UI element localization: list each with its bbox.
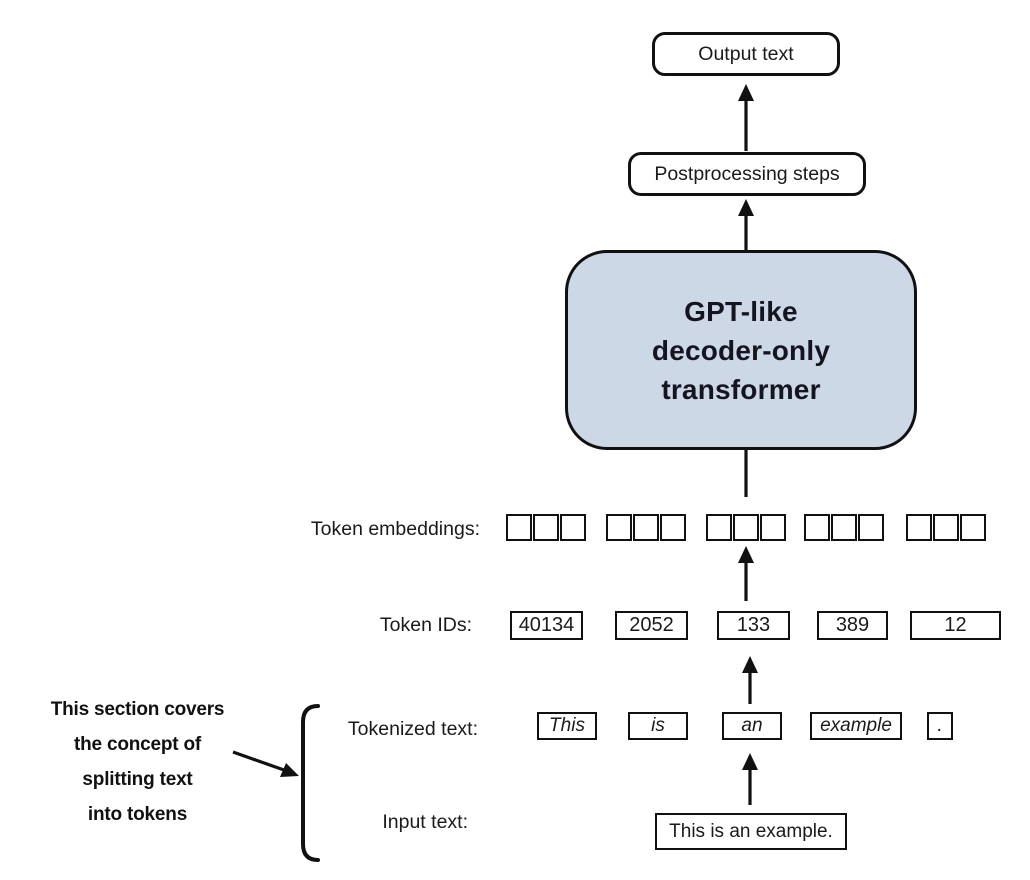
token-box: . (927, 712, 953, 740)
postprocessing-box: Postprocessing steps (628, 152, 866, 196)
embedding-group (506, 514, 586, 541)
annotation-line-1: This section covers (50, 699, 225, 720)
embedding-group (906, 514, 986, 541)
embedding-cell (831, 514, 857, 541)
token-id-box: 133 (717, 611, 790, 640)
embedding-cell (733, 514, 759, 541)
embedding-cell (660, 514, 686, 541)
embedding-group (804, 514, 884, 541)
embedding-cell (560, 514, 586, 541)
token-box: example (810, 712, 902, 740)
embedding-cell (906, 514, 932, 541)
arrow-input-to-tokenized (742, 753, 758, 805)
arrow-postprocessing-to-output (738, 84, 754, 151)
embedding-group (706, 514, 786, 541)
embedding-cell (960, 514, 986, 541)
embedding-cell (606, 514, 632, 541)
embedding-cell (506, 514, 532, 541)
token-id-box: 12 (910, 611, 1001, 640)
section-annotation: This section covers the concept of split… (25, 692, 250, 832)
token-box: is (628, 712, 688, 740)
token-box: This (537, 712, 597, 740)
embedding-cell (533, 514, 559, 541)
embedding-cell (633, 514, 659, 541)
tokenized-text-label: Tokenized text: (347, 718, 478, 740)
embedding-group (606, 514, 686, 541)
transformer-line-2: decoder-only (651, 334, 831, 366)
embedding-cell (706, 514, 732, 541)
arrow-tokenized-to-token-ids (742, 656, 758, 704)
input-text-label: Input text: (382, 811, 468, 833)
arrow-token-ids-to-embeddings (738, 546, 754, 601)
token-embeddings-label: Token embeddings: (310, 518, 480, 540)
embedding-cell (760, 514, 786, 541)
transformer-line-3: transformer (661, 373, 821, 405)
transformer-box: GPT-like decoder-only transformer (565, 250, 917, 450)
output-text-label: Output text (698, 42, 794, 65)
input-text-box: This is an example. (655, 813, 847, 850)
embedding-cell (933, 514, 959, 541)
token-id-box: 389 (817, 611, 888, 640)
output-text-box: Output text (652, 32, 840, 76)
annotation-line-3: splitting text (82, 769, 193, 790)
token-id-box: 2052 (615, 611, 688, 640)
postprocessing-label: Postprocessing steps (654, 162, 840, 185)
annotation-line-4: into tokens (87, 804, 188, 825)
annotation-line-2: the concept of (73, 734, 202, 755)
token-ids-label: Token IDs: (379, 614, 472, 636)
embedding-cell (804, 514, 830, 541)
embedding-cell (858, 514, 884, 541)
transformer-line-1: GPT-like (684, 295, 798, 327)
token-id-box: 40134 (510, 611, 583, 640)
token-box: an (722, 712, 782, 740)
